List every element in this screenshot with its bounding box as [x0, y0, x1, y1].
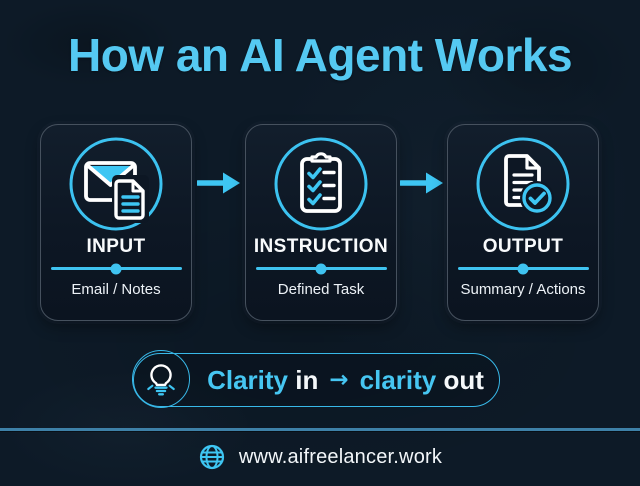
tagline-word-out: out	[436, 364, 484, 395]
footer-divider	[0, 428, 640, 431]
card-instruction-label: INSTRUCTION	[253, 236, 389, 257]
lightbulb-icon	[147, 364, 175, 396]
tagline-word-in: in	[288, 364, 319, 395]
card-input-divider	[50, 263, 182, 274]
divider-dot	[517, 263, 529, 274]
card-output-divider	[457, 263, 589, 274]
card-input-label: INPUT	[86, 236, 146, 257]
arrow-right-icon	[400, 172, 443, 194]
tagline-word-clarity2: clarity	[359, 364, 437, 395]
card-instruction-sublabel: Defined Task	[277, 281, 365, 298]
lightbulb-badge	[132, 350, 190, 408]
email-notes-icon	[69, 137, 163, 231]
card-input-sublabel: Email / Notes	[71, 281, 161, 298]
document-check-icon	[476, 137, 570, 231]
card-output: OUTPUT Summary / Actions	[447, 124, 599, 321]
tagline-arrow-icon: →	[329, 367, 349, 393]
page-title: How an AI Agent Works	[67, 29, 573, 81]
footer-website: www.aifreelancer.work	[238, 445, 443, 468]
tagline-text: Clarity in → clarity out	[192, 354, 499, 406]
globe-icon	[199, 444, 225, 470]
card-output-sublabel: Summary / Actions	[460, 281, 586, 298]
card-output-label: OUTPUT	[482, 236, 564, 257]
footer: www.aifreelancer.work	[0, 443, 640, 471]
divider-dot	[315, 263, 327, 274]
card-input: INPUT Email / Notes	[40, 124, 192, 321]
tagline-pill: Clarity in → clarity out	[132, 350, 500, 408]
card-instruction: INSTRUCTION Defined Task	[245, 124, 397, 321]
clipboard-checklist-icon	[274, 137, 368, 231]
arrow-right-icon	[197, 172, 240, 194]
tagline-word-clarity: Clarity	[207, 364, 289, 395]
card-instruction-divider	[255, 263, 387, 274]
divider-dot	[110, 263, 122, 274]
